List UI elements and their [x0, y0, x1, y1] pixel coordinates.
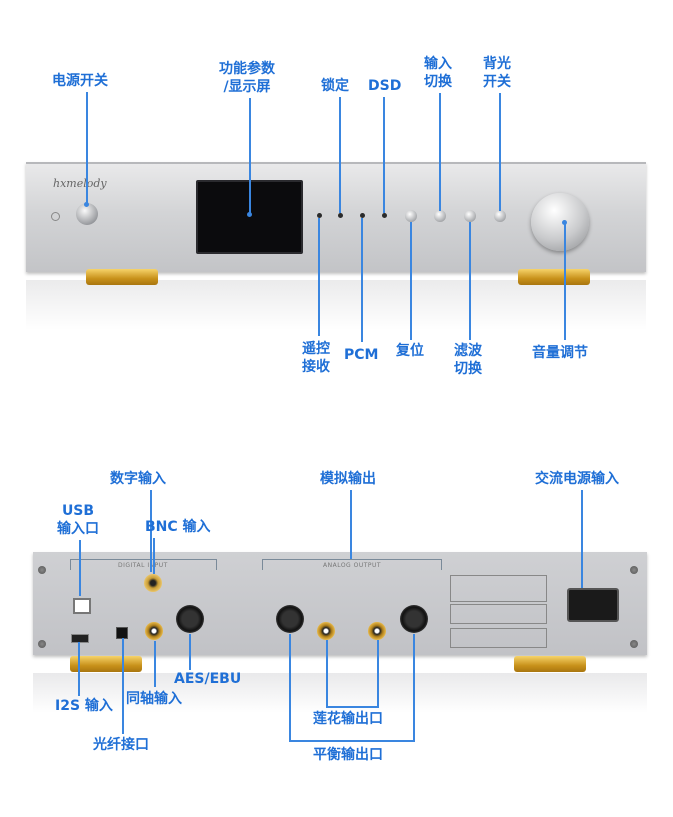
rear-right-foot: [514, 656, 586, 672]
rear-panel: [33, 552, 647, 655]
power-button[interactable]: [76, 203, 98, 225]
aes-ebu-port: [176, 605, 204, 633]
xlr-output-left: [276, 605, 304, 633]
warning-label: [450, 575, 547, 602]
label-optical-port: 光纤接口: [93, 737, 149, 753]
label-usb-input: USB 输入口: [57, 503, 99, 537]
label-remote-receive: 遥控 接收: [302, 341, 330, 375]
leader-dot: [84, 202, 89, 207]
label-input-switch: 输入 切换: [424, 56, 452, 90]
label-filter-switch: 滤波 切换: [454, 343, 482, 377]
screw-icon: [38, 566, 46, 574]
screw-icon: [630, 640, 638, 648]
screw-icon: [38, 640, 46, 648]
leader-line: [150, 490, 152, 572]
label-volume-adjust: 音量调节: [532, 345, 588, 361]
analog-output-bracket: [262, 559, 442, 570]
volume-knob[interactable]: [531, 193, 589, 251]
xlr-output-right: [400, 605, 428, 633]
rca-output-left: [317, 622, 335, 640]
front-panel-reflection: [26, 280, 646, 330]
safety-label: [450, 604, 547, 624]
label-balanced-output: 平衡输出口: [313, 747, 383, 763]
label-rca-output: 莲花输出口: [313, 711, 383, 727]
backlight-button[interactable]: [494, 210, 506, 222]
filter-switch-button[interactable]: [464, 210, 476, 222]
leader-line: [469, 222, 471, 340]
leader-line: [78, 642, 80, 696]
label-bnc-input: BNC 输入: [145, 519, 211, 535]
label-dsd: DSD: [368, 78, 402, 94]
leader-line: [289, 634, 291, 742]
usb-port: [73, 598, 91, 614]
label-digital-input: 数字输入: [110, 471, 166, 487]
leader-line: [318, 218, 320, 336]
label-analog-output: 模拟输出: [320, 471, 376, 487]
bnc-port: [144, 574, 162, 592]
remote-receiver-led: [317, 213, 322, 218]
label-i2s-input: I2S 输入: [55, 698, 113, 714]
pcm-led: [360, 213, 365, 218]
front-left-foot: [86, 269, 158, 285]
power-indicator-icon: [51, 212, 60, 221]
leader-line: [249, 98, 251, 216]
front-right-foot: [518, 269, 590, 285]
coaxial-port: [145, 622, 163, 640]
leader-line: [439, 93, 441, 211]
leader-line: [326, 640, 328, 708]
leader-line: [153, 538, 155, 574]
leader-dot: [247, 212, 252, 217]
dsd-led: [382, 213, 387, 218]
input-switch-button[interactable]: [434, 210, 446, 222]
leader-line: [499, 93, 501, 211]
rear-left-foot: [70, 656, 142, 672]
digital-input-title: DIGITAL INPUT: [118, 562, 168, 569]
leader-line: [377, 640, 379, 708]
leader-line: [154, 641, 156, 687]
leader-line: [189, 634, 191, 670]
label-backlight-switch: 背光 开关: [483, 56, 511, 90]
reset-button[interactable]: [405, 210, 417, 222]
leader-line: [564, 222, 566, 340]
ac-power-socket: [567, 588, 619, 622]
label-pcm: PCM: [344, 347, 379, 363]
model-plate: [450, 628, 547, 648]
label-function-display: 功能参数 /显示屏: [219, 61, 275, 95]
i2s-port: [71, 634, 89, 643]
leader-line: [326, 706, 379, 708]
label-aes-ebu: AES/EBU: [174, 671, 242, 687]
label-lock: 锁定: [321, 78, 349, 94]
leader-line: [581, 490, 583, 588]
digital-input-bracket: [70, 559, 217, 570]
rca-output-right: [368, 622, 386, 640]
leader-line: [413, 634, 415, 742]
leader-line: [86, 92, 88, 204]
leader-line: [410, 222, 412, 340]
label-coaxial-input: 同轴输入: [126, 691, 182, 707]
lock-led: [338, 213, 343, 218]
leader-line: [122, 638, 124, 734]
leader-line: [350, 490, 352, 559]
brand-logo: hxmelody: [53, 177, 107, 190]
label-ac-power-input: 交流电源输入: [535, 471, 619, 487]
leader-line: [339, 97, 341, 213]
leader-line: [79, 540, 81, 596]
analog-output-title: ANALOG OUTPUT: [323, 562, 382, 569]
label-power-switch: 电源开关: [52, 73, 108, 89]
label-reset: 复位: [396, 343, 424, 359]
leader-line: [361, 218, 363, 342]
leader-line: [383, 97, 385, 213]
leader-dot: [562, 220, 567, 225]
leader-line: [289, 740, 415, 742]
screw-icon: [630, 566, 638, 574]
